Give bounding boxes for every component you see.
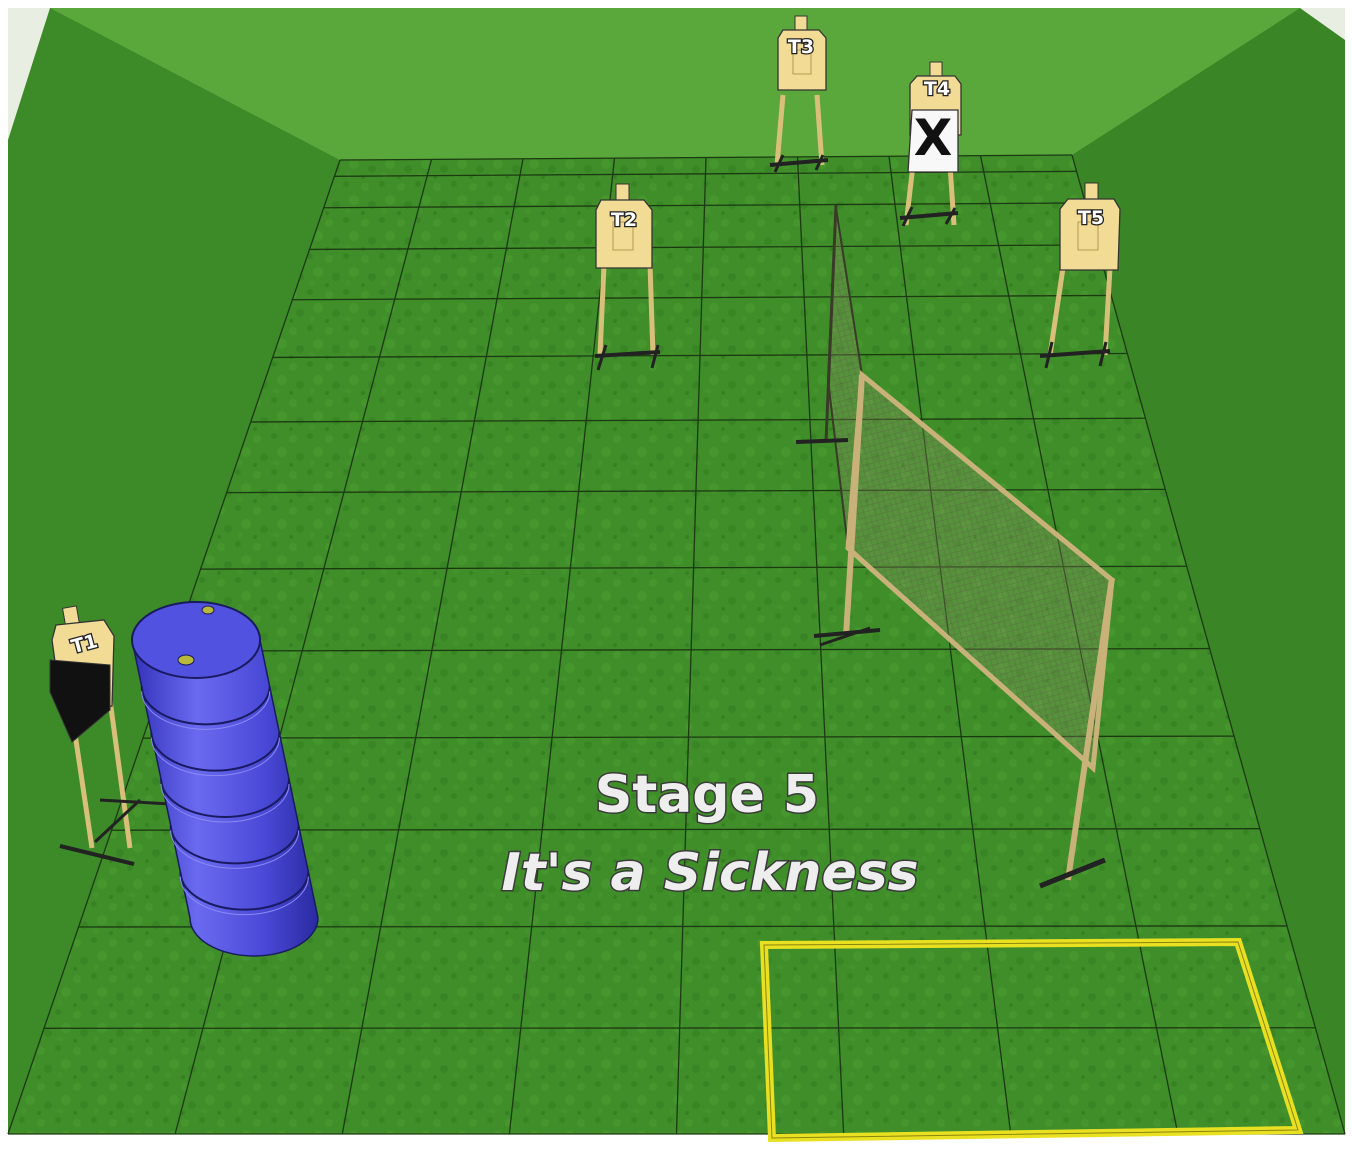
barrel-bung xyxy=(202,606,214,614)
target-label-t2: T2 xyxy=(611,209,637,231)
barrel-bung xyxy=(178,655,194,665)
target-label-t4: T4 xyxy=(924,78,950,100)
no-shoot-target: X xyxy=(908,109,958,172)
no-shoot-mark: X xyxy=(914,109,953,167)
target-label-t3: T3 xyxy=(788,36,814,58)
stage-title: Stage 5 xyxy=(595,765,819,825)
target-label-t5: T5 xyxy=(1078,207,1104,229)
stage-subtitle: It's a Sickness xyxy=(501,843,918,903)
barrel-lid xyxy=(132,602,260,678)
grid-line xyxy=(44,1028,1315,1029)
